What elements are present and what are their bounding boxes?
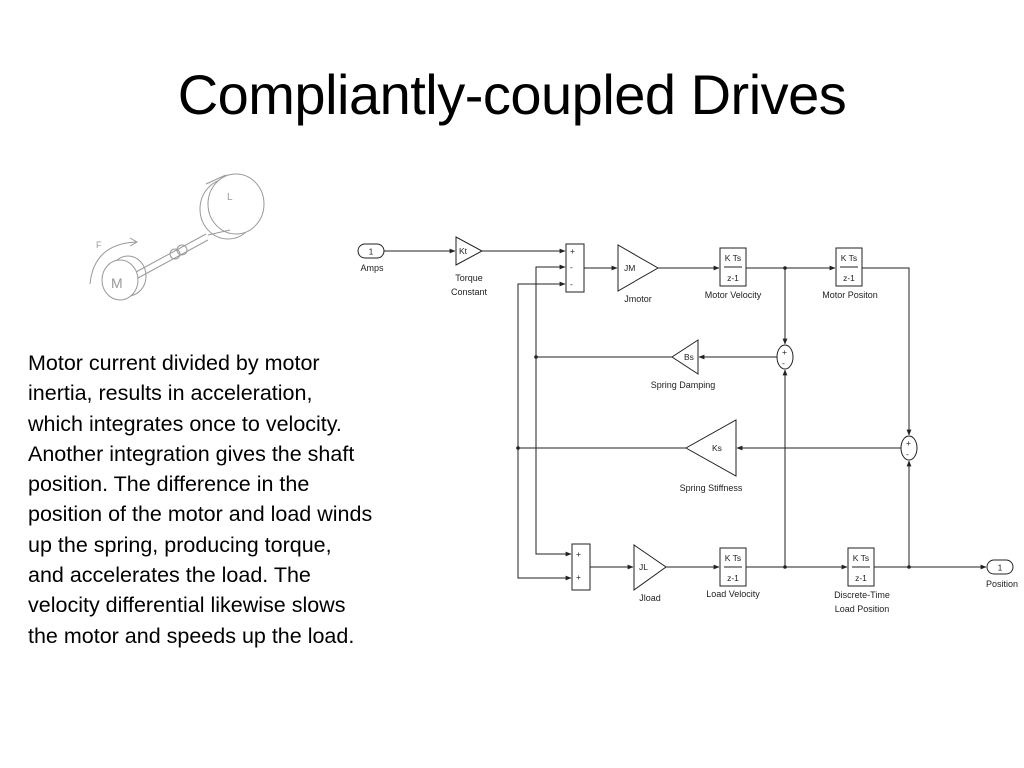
sum-vel-sign-1: + <box>782 347 787 357</box>
spring-damping-label: Spring Damping <box>651 380 716 390</box>
gain-spring-stiffness[interactable] <box>684 419 737 477</box>
gain-jload[interactable] <box>633 544 667 591</box>
sum-pos-sign-1: + <box>906 438 911 448</box>
gain-kt-text: Kt <box>459 246 468 256</box>
coupling <box>169 248 181 260</box>
motor-load-sketch: M L F <box>89 173 265 301</box>
load-cylinder-front <box>207 173 265 235</box>
signal-lines <box>384 248 987 581</box>
slide-title: Compliantly-coupled Drives <box>177 63 847 126</box>
load-position-label-2: Load Position <box>835 604 890 614</box>
sum-motor-sign-3: - <box>570 279 573 289</box>
load-velocity-label: Load Velocity <box>706 589 760 599</box>
motor-velocity-den: z-1 <box>727 273 739 283</box>
load-position-num: K Ts <box>853 553 869 563</box>
gain-jl-text: JL <box>639 562 648 572</box>
gain-spring-damping[interactable] <box>671 339 699 375</box>
sum-load-sign-1: + <box>576 549 581 559</box>
motor-position-num: K Ts <box>841 253 857 263</box>
motor-cylinder-front <box>101 259 139 301</box>
spring-stiffness-label: Spring Stiffness <box>680 483 743 493</box>
sum-motor-torque[interactable] <box>565 243 585 293</box>
motor-position-den: z-1 <box>843 273 855 283</box>
load-label: L <box>227 192 233 203</box>
sum-motor-sign-1: + <box>570 246 575 256</box>
sum-pos-sign-2: - <box>906 449 909 459</box>
outport-number: 1 <box>998 563 1003 573</box>
inport-label: Amps <box>360 263 384 273</box>
gain-jmotor[interactable] <box>617 244 660 292</box>
load-position-den: z-1 <box>855 573 867 583</box>
torque-constant-label-2: Constant <box>451 287 488 297</box>
motor-velocity-label: Motor Velocity <box>705 290 762 300</box>
torque-constant-label-1: Torque <box>455 273 483 283</box>
load-position-label-1: Discrete-Time <box>834 590 890 600</box>
sum-load-torque[interactable] <box>571 543 591 591</box>
outport-position[interactable] <box>986 559 1014 575</box>
motor-label: M <box>111 275 123 291</box>
sum-motor-sign-2: - <box>570 262 573 272</box>
force-label: F <box>96 240 102 250</box>
gain-jm-text: JM <box>624 263 635 273</box>
load-velocity-den: z-1 <box>727 573 739 583</box>
load-velocity-num: K Ts <box>725 553 741 563</box>
gain-torque-constant[interactable] <box>455 236 484 266</box>
jload-label: Jload <box>639 593 661 603</box>
jmotor-label: Jmotor <box>624 294 652 304</box>
outport-label: Position <box>986 579 1018 589</box>
gain-ks-text: Ks <box>712 443 722 453</box>
shaft <box>135 233 207 273</box>
inport-number: 1 <box>369 247 374 257</box>
force-arc <box>89 241 137 285</box>
sum-vel-sign-2: - <box>782 358 785 368</box>
body-text: Motor current divided by motor inertia, … <box>28 351 373 648</box>
sum-load-sign-2: + <box>576 572 581 582</box>
motor-velocity-num: K Ts <box>725 253 741 263</box>
branch-points <box>516 266 911 569</box>
motor-position-label: Motor Positon <box>822 290 878 300</box>
gain-bs-text: Bs <box>684 352 694 362</box>
